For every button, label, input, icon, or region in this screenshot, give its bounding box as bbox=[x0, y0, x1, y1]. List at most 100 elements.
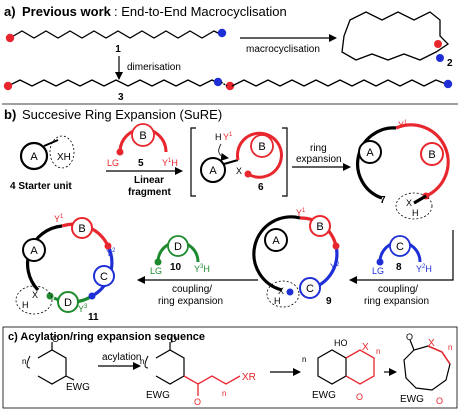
intermediate-red-arc bbox=[235, 131, 283, 179]
svg-text:X: X bbox=[362, 342, 369, 353]
bracket-right bbox=[282, 127, 288, 197]
intermediate-H: H bbox=[215, 132, 222, 142]
fragment-8-ring-C bbox=[389, 235, 411, 257]
compound-3-red-center bbox=[225, 81, 235, 91]
compound-1-chain bbox=[9, 30, 223, 39]
svg-text:D: D bbox=[64, 297, 72, 309]
macrocyclisation-label: macrocyclisation bbox=[246, 44, 320, 55]
dimerisation-label: dimerisation bbox=[127, 62, 181, 73]
compound-1-blue-end bbox=[217, 28, 227, 38]
svg-text:n: n bbox=[22, 357, 26, 366]
ring-expansion-label-1: ring bbox=[310, 143, 327, 154]
svg-text:Y2H: Y2H bbox=[416, 264, 432, 274]
starter-XH: XH bbox=[57, 152, 71, 163]
intermediate-ring-B bbox=[250, 134, 274, 158]
svg-text:LG: LG bbox=[372, 266, 384, 276]
svg-text:n: n bbox=[222, 389, 226, 398]
compound-9-reactive-site bbox=[266, 280, 300, 308]
ring-B-label: B bbox=[139, 130, 146, 142]
fragment-5-Y1H: Y1H bbox=[162, 158, 178, 168]
compound-9-ring-C bbox=[299, 277, 321, 299]
c-XR: XR bbox=[242, 372, 256, 383]
compound-9-label: 9 bbox=[326, 296, 332, 307]
svg-text:Y3H: Y3H bbox=[194, 264, 210, 274]
fragment-5-LG: LG bbox=[107, 158, 119, 168]
compound-8-label: 8 bbox=[396, 262, 402, 273]
svg-text:H: H bbox=[274, 296, 281, 306]
compound-2-macrocycle bbox=[341, 11, 450, 61]
svg-text:EWG: EWG bbox=[400, 394, 424, 405]
intermediate-ring-A bbox=[200, 157, 226, 183]
compound-7-black-arc bbox=[356, 126, 397, 200]
svg-text:A: A bbox=[209, 165, 217, 177]
compound-3-chain-left bbox=[7, 79, 217, 87]
svg-text:HO: HO bbox=[334, 338, 348, 348]
compound-5-label: 5 bbox=[138, 158, 144, 169]
svg-text:n: n bbox=[376, 347, 380, 356]
compound-11-ring-C bbox=[93, 265, 115, 287]
compound-3-blue-center bbox=[213, 77, 223, 87]
svg-text:A: A bbox=[30, 245, 38, 257]
compound-7-reactive-site bbox=[395, 192, 433, 220]
svg-text:B: B bbox=[78, 223, 85, 235]
svg-text:LG: LG bbox=[150, 266, 162, 276]
compound-3-chain-right bbox=[231, 79, 447, 87]
svg-text:Y1: Y1 bbox=[54, 214, 64, 224]
svg-text:Y3: Y3 bbox=[78, 304, 88, 314]
svg-text:O: O bbox=[194, 397, 201, 407]
fragment-label: fragment bbox=[128, 187, 171, 198]
svg-text:ring expansion: ring expansion bbox=[364, 296, 429, 307]
compound-1-red-end bbox=[5, 33, 15, 43]
svg-text:Y1: Y1 bbox=[398, 120, 408, 130]
svg-text:Y2: Y2 bbox=[106, 248, 116, 258]
compound-2-red-dot bbox=[434, 40, 442, 48]
bracket-left bbox=[190, 127, 196, 197]
section-c-box bbox=[2, 326, 458, 409]
svg-text:coupling/: coupling/ bbox=[172, 284, 212, 295]
svg-text:O: O bbox=[436, 396, 443, 406]
svg-text:n: n bbox=[140, 357, 144, 366]
compound-3-red-end-left bbox=[3, 81, 13, 91]
svg-text:X: X bbox=[278, 286, 284, 296]
svg-text:B: B bbox=[258, 141, 265, 153]
compound-11-ring-B bbox=[71, 217, 93, 239]
svg-text:B: B bbox=[428, 149, 435, 161]
svg-text:O: O bbox=[356, 392, 363, 402]
svg-text:EWG: EWG bbox=[146, 390, 170, 401]
svg-text:X: X bbox=[406, 198, 412, 208]
svg-text:coupling/: coupling/ bbox=[378, 284, 418, 295]
c-start-EWG: EWG bbox=[66, 382, 90, 393]
svg-text:n: n bbox=[302, 355, 306, 364]
svg-text:n: n bbox=[448, 343, 452, 352]
compound-7-ring-B bbox=[420, 142, 444, 166]
svg-text:H: H bbox=[22, 300, 29, 310]
section-a-letter: a) bbox=[4, 4, 16, 19]
svg-text:O: O bbox=[406, 332, 413, 342]
compound-3-label: 3 bbox=[118, 92, 124, 103]
svg-text:C: C bbox=[306, 283, 314, 295]
ring-B bbox=[131, 123, 155, 147]
svg-text:Y1: Y1 bbox=[296, 208, 306, 218]
c-acyl-chain bbox=[183, 375, 241, 385]
svg-text:D: D bbox=[174, 241, 182, 253]
compound-11-ring-A bbox=[22, 238, 46, 262]
compound-6-label: 6 bbox=[258, 182, 264, 193]
ring-expansion-label-2: expansion bbox=[296, 154, 342, 165]
linear-label: Linear bbox=[134, 175, 164, 186]
compound-11-reactive-site bbox=[15, 285, 53, 315]
section-b-heading: Succesive Ring Expansion (SuRE) bbox=[22, 107, 222, 122]
compound-7-red-arc bbox=[395, 123, 450, 198]
svg-text:A: A bbox=[366, 147, 374, 159]
compound-9-black-arc bbox=[252, 215, 301, 292]
compound-2-label: 2 bbox=[447, 58, 453, 69]
svg-text:H: H bbox=[412, 208, 419, 218]
svg-text:C: C bbox=[100, 271, 108, 283]
svg-text:B: B bbox=[316, 221, 323, 233]
svg-text:Y2: Y2 bbox=[330, 262, 340, 272]
svg-text:EWG: EWG bbox=[312, 390, 336, 401]
compound-11-label: 11 bbox=[88, 312, 99, 323]
compound-1-label: 1 bbox=[115, 44, 121, 55]
svg-text:O: O bbox=[170, 334, 177, 344]
